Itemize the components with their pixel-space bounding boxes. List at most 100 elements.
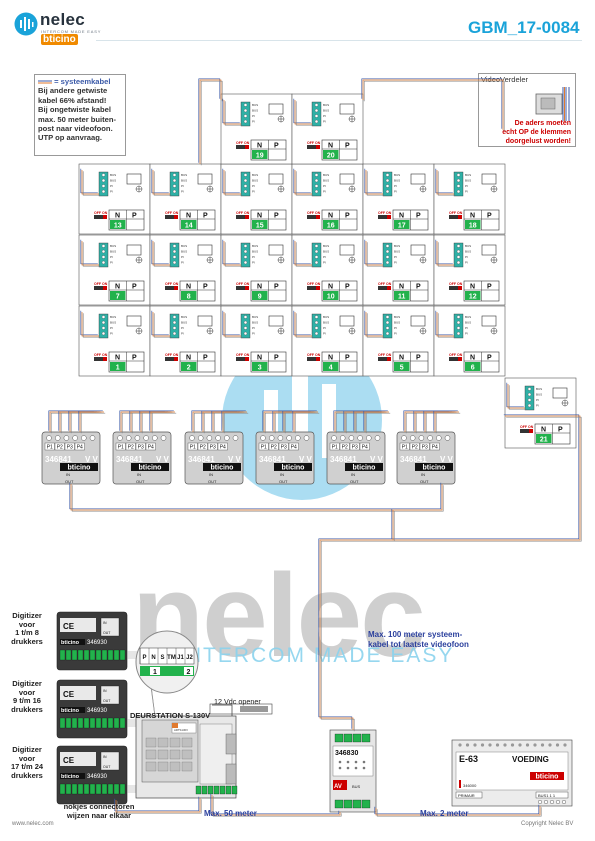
dip-switch-knob bbox=[458, 286, 462, 290]
button-cross bbox=[278, 257, 284, 263]
n-label: N bbox=[470, 355, 475, 362]
terminal-screw bbox=[385, 260, 390, 265]
port-cell bbox=[258, 442, 269, 451]
terminal-block bbox=[524, 385, 535, 411]
terminal-screw bbox=[314, 331, 319, 336]
terminal-block bbox=[169, 313, 180, 339]
terminal-block bbox=[169, 242, 180, 268]
terminal-block bbox=[240, 313, 251, 339]
terminal-label: BUS bbox=[536, 387, 542, 391]
terminal-label: BUS bbox=[252, 250, 258, 254]
door-station-module bbox=[145, 761, 157, 772]
terminal-label: PI bbox=[252, 114, 255, 118]
n-label: N bbox=[399, 284, 404, 291]
terminal-screw bbox=[243, 119, 248, 124]
distributor-vv: V V bbox=[156, 455, 170, 464]
terminal-screw bbox=[243, 249, 248, 254]
button-cross bbox=[278, 186, 284, 192]
port-cell bbox=[135, 442, 146, 451]
terminal-block bbox=[98, 171, 109, 197]
videophone-number: 11 bbox=[398, 294, 406, 301]
door-station-module bbox=[145, 737, 157, 748]
system-cable bbox=[293, 98, 311, 124]
system-cable bbox=[211, 410, 240, 431]
system-cable bbox=[274, 412, 317, 434]
number-cell bbox=[536, 434, 552, 443]
system-cable bbox=[202, 411, 244, 432]
system-cable bbox=[272, 410, 314, 431]
terminal-label: BUS bbox=[394, 173, 400, 177]
zoom-num-1: 1 bbox=[153, 669, 157, 676]
off-on-label: OFF ON bbox=[165, 211, 179, 215]
port-label: P2 bbox=[57, 445, 63, 451]
terminal-block bbox=[382, 242, 393, 268]
digitizer-terminal bbox=[77, 649, 84, 661]
dip-switch bbox=[520, 429, 533, 433]
system-cable bbox=[294, 412, 311, 434]
bticino-logo: bticino bbox=[61, 640, 80, 646]
system-cable bbox=[199, 79, 222, 164]
distributor-screw bbox=[89, 435, 96, 441]
digitizer-terminal bbox=[83, 783, 90, 795]
dip-switch-knob bbox=[387, 215, 391, 219]
terminal-label: BUS bbox=[465, 179, 471, 183]
p-label: P bbox=[487, 355, 492, 362]
door-station-terminal bbox=[213, 785, 220, 795]
port-label: P2 bbox=[200, 445, 206, 451]
digitizer-terminal bbox=[101, 717, 108, 729]
system-cable bbox=[405, 412, 461, 434]
terminal-label: BUS bbox=[323, 244, 329, 248]
port-cell bbox=[349, 442, 360, 451]
system-cable bbox=[224, 101, 243, 126]
digitizer-terminal bbox=[77, 717, 84, 729]
terminal-screw bbox=[172, 331, 177, 336]
number-cell bbox=[323, 291, 339, 300]
system-cable bbox=[60, 412, 103, 434]
n-label: N bbox=[328, 143, 333, 150]
zoom-num-bg bbox=[184, 667, 193, 675]
n-label: N bbox=[470, 284, 475, 291]
digitizer-terminal bbox=[113, 717, 120, 729]
terminal-screw bbox=[172, 320, 177, 325]
port-label: P4 bbox=[432, 445, 438, 451]
n-label: N bbox=[115, 213, 120, 220]
videoverdeler-warning-3: doorgelust worden! bbox=[505, 138, 571, 145]
port-cell bbox=[197, 442, 208, 451]
port-label: P4 bbox=[77, 445, 83, 451]
dip-switch bbox=[165, 215, 178, 219]
opener-icon bbox=[240, 706, 268, 712]
port-cell bbox=[217, 442, 228, 451]
button-cross bbox=[136, 328, 142, 334]
system-cable bbox=[213, 412, 243, 434]
number-cell bbox=[252, 291, 268, 300]
system-cable bbox=[151, 239, 169, 265]
videoverdeler-device-icon bbox=[535, 87, 570, 121]
terminal-screw bbox=[456, 320, 461, 325]
port-cell bbox=[207, 442, 218, 451]
system-cable bbox=[121, 412, 177, 434]
button-cross bbox=[349, 116, 355, 122]
system-cable bbox=[363, 80, 505, 132]
terminal-label: BUS bbox=[394, 315, 400, 319]
power-supply-vent bbox=[533, 743, 537, 747]
system-cable bbox=[435, 239, 453, 265]
primair-box bbox=[455, 791, 483, 799]
terminal-screw bbox=[101, 184, 106, 188]
system-cable bbox=[81, 241, 99, 266]
n-label: N bbox=[186, 284, 191, 291]
system-cable bbox=[224, 313, 243, 338]
terminal-screw bbox=[456, 255, 461, 259]
terminal-screw bbox=[172, 255, 177, 259]
system-cable bbox=[319, 539, 393, 730]
system-cable bbox=[294, 312, 312, 337]
n-label: N bbox=[115, 355, 120, 362]
terminal-screw bbox=[314, 255, 319, 259]
n-label: N bbox=[186, 213, 191, 220]
terminal-screw bbox=[101, 249, 106, 254]
terminal-screw bbox=[456, 249, 461, 254]
terminal-label: BUS bbox=[181, 173, 187, 177]
system-cable bbox=[273, 411, 315, 432]
